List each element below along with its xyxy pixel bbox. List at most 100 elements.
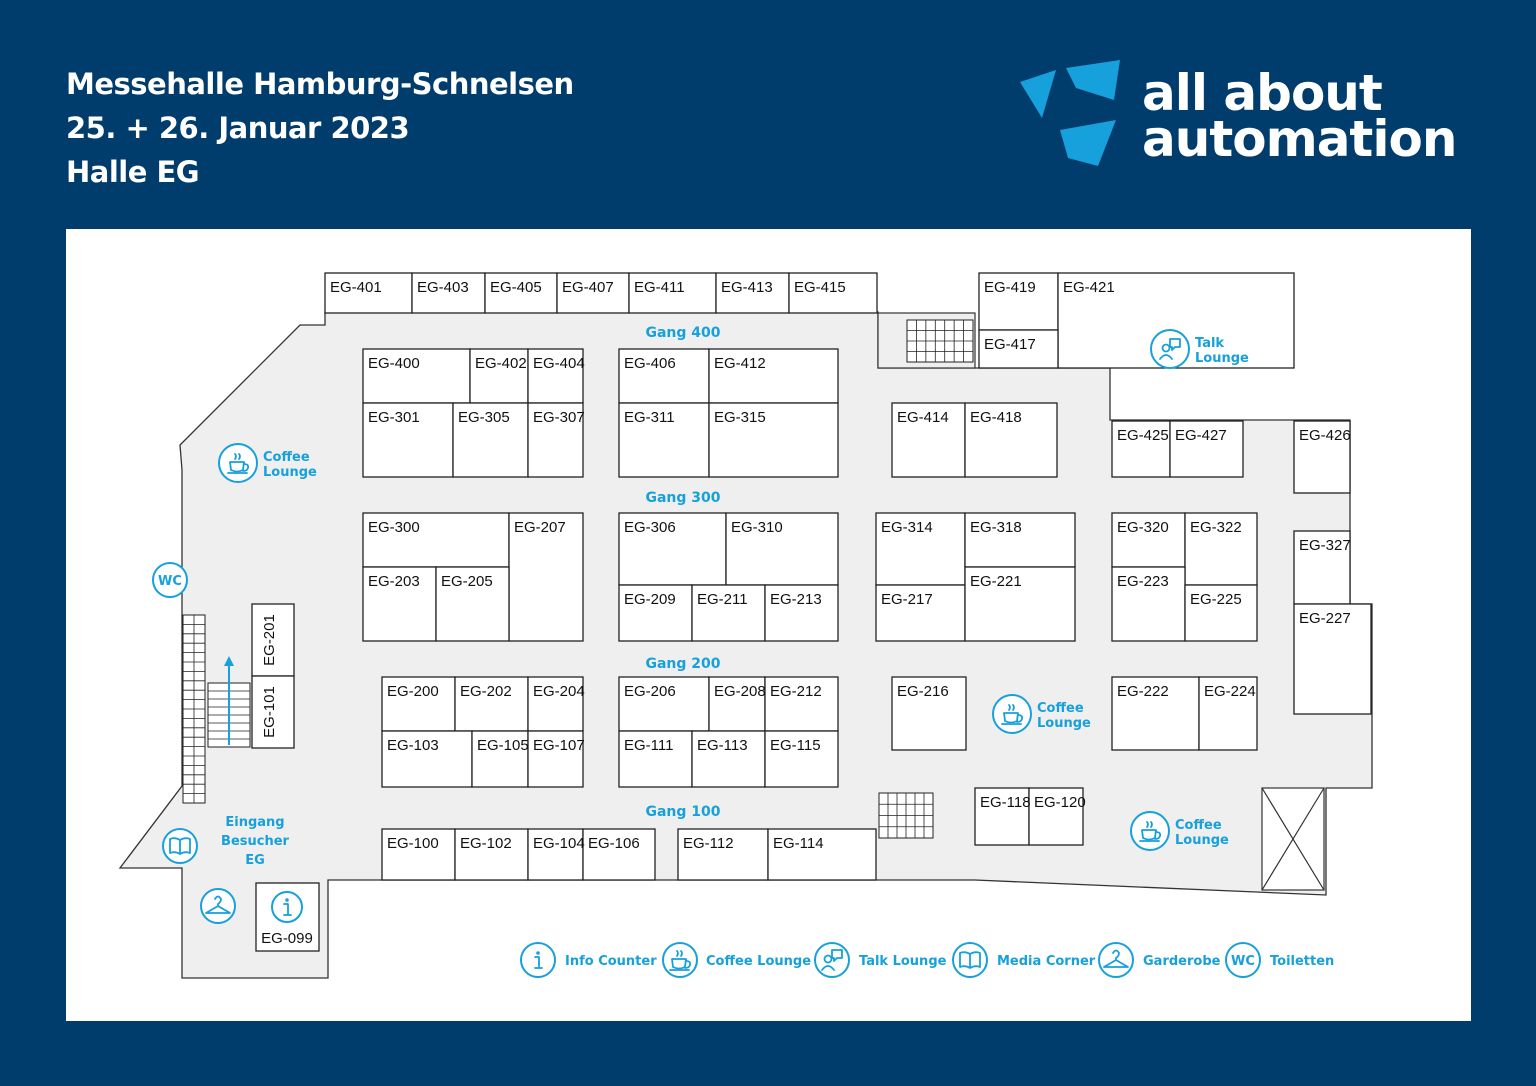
booth-eg-200-label: EG-200 (387, 683, 439, 700)
coffee-cup-icon (662, 942, 698, 978)
info-icon (520, 942, 556, 978)
booth-eg-406-label: EG-406 (624, 355, 676, 372)
booth-eg-227-label: EG-227 (1299, 610, 1351, 627)
aisle-label: Gang 100 (645, 804, 720, 820)
booth-eg-417 (978, 329, 1059, 369)
legend-talk-lounge-icon (814, 942, 850, 978)
triangle-logo-icon (1020, 60, 1120, 166)
booth-eg-208-label: EG-208 (714, 683, 766, 700)
booth-eg-315 (708, 402, 839, 478)
aisle-label: Gang 300 (645, 490, 720, 506)
legend-book-icon (952, 942, 988, 978)
coffee-lounge-west-circle (218, 443, 258, 483)
booth-eg-104-label: EG-104 (533, 835, 585, 852)
booth-eg-104 (527, 828, 584, 881)
booth-eg-311 (618, 402, 710, 478)
talk-body (821, 965, 835, 971)
booth-eg-205 (435, 566, 510, 642)
booth-eg-211-label: EG-211 (697, 591, 748, 608)
info-dot (536, 951, 540, 955)
booth-eg-405-label: EG-405 (490, 279, 542, 296)
booth-eg-425-label: EG-425 (1117, 427, 1169, 444)
booth-eg-407 (556, 272, 630, 314)
booth-eg-224-label: EG-224 (1204, 683, 1256, 700)
escalator (207, 656, 251, 748)
booth-eg-404 (527, 348, 584, 404)
booth-eg-101-label: EG-101 (261, 686, 278, 738)
booth-eg-100 (381, 828, 456, 881)
booth-eg-207-label: EG-207 (514, 519, 566, 536)
booth-eg-212 (764, 676, 839, 732)
booth-eg-327 (1293, 530, 1351, 605)
booth-eg-400 (362, 348, 471, 404)
booth-eg-415 (788, 272, 878, 314)
cup-handle (242, 463, 250, 472)
booth-eg-307 (527, 402, 584, 478)
booth-eg-407-label: EG-407 (562, 279, 614, 296)
legend-label: Talk Lounge (859, 954, 947, 969)
info-map-icon (271, 891, 303, 923)
booth-eg-115 (764, 730, 839, 788)
event-dates: 25. + 26. Januar 2023 (66, 111, 410, 145)
cup-steam (1146, 821, 1153, 828)
booth-eg-099-label: EG-099 (261, 930, 313, 947)
media-corner-map-icon (162, 828, 198, 864)
book-shape (169, 837, 191, 855)
talk-lounge-map (1150, 329, 1190, 369)
hall-name: Halle EG (66, 155, 200, 189)
booth-eg-414 (891, 402, 966, 478)
booth-eg-301-label: EG-301 (368, 409, 420, 426)
booth-eg-101 (251, 675, 295, 749)
cup-handle (684, 960, 692, 969)
coffee-lounge-east (1130, 811, 1170, 851)
wc-legend-text: WC (1231, 954, 1255, 969)
info-stem (283, 903, 292, 916)
booth-eg-120 (1028, 787, 1084, 846)
entrance-label: Eingang (225, 815, 284, 830)
booth-eg-419 (978, 272, 1059, 331)
logo-word-1: all about (1142, 64, 1383, 122)
booth-eg-413 (715, 272, 790, 314)
booth-eg-217-label: EG-217 (881, 591, 933, 608)
booth-eg-315-label: EG-315 (714, 409, 766, 426)
booth-eg-204-label: EG-204 (533, 683, 585, 700)
stairs-layer (182, 319, 974, 839)
escalator-arrowhead (224, 656, 234, 666)
booth-eg-203-label: EG-203 (368, 573, 420, 590)
booth-eg-105-label: EG-105 (477, 737, 529, 754)
cup-body (671, 958, 687, 970)
booth-eg-320 (1111, 512, 1186, 568)
booth-eg-112-label: EG-112 (683, 835, 734, 852)
booth-eg-102 (454, 828, 529, 881)
booth-eg-300-label: EG-300 (368, 519, 420, 536)
booth-eg-118-label: EG-118 (980, 794, 1031, 811)
booth-eg-207 (508, 512, 584, 642)
talk-bubble (831, 949, 843, 962)
legend-label: Info Counter (565, 954, 657, 969)
logo-word-2: automation (1142, 110, 1457, 168)
stairs-left (182, 614, 206, 804)
garderobe-map-icon (200, 888, 236, 924)
talk-head (823, 954, 833, 964)
booth-eg-310 (725, 512, 839, 586)
booth-eg-311-label: EG-311 (624, 409, 675, 426)
booth-eg-415-label: EG-415 (794, 279, 846, 296)
booth-eg-327-label: EG-327 (1299, 537, 1351, 554)
booth-eg-318-label: EG-318 (970, 519, 1022, 536)
booth-eg-406 (618, 348, 710, 404)
hanger-shape (1103, 949, 1129, 968)
booth-eg-100-label: EG-100 (387, 835, 439, 852)
booth-eg-418 (964, 402, 1058, 478)
legend-label: Garderobe (1143, 954, 1221, 969)
coffee-lounge-east-label-2: Lounge (1175, 833, 1229, 848)
cup-steam (676, 950, 683, 957)
cup-steam (234, 453, 241, 460)
booth-eg-202-label: EG-202 (460, 683, 512, 700)
booth-eg-427-label: EG-427 (1175, 427, 1227, 444)
wc-map-circle (152, 562, 188, 598)
booth-eg-405 (484, 272, 558, 314)
entrance-label: EG (245, 853, 265, 868)
booth-eg-419-label: EG-419 (984, 279, 1036, 296)
booth-eg-209-label: EG-209 (624, 591, 676, 608)
